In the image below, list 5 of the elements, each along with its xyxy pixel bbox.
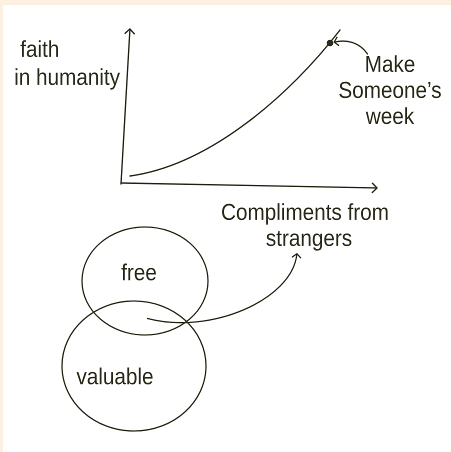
data-point [326,40,334,46]
axis-label: Compliments from strangers [222,203,388,251]
leader-arrow [333,36,368,55]
axis-label: faith in humanity [16,40,120,90]
annotation-text: Make Someone’s week [339,55,441,124]
